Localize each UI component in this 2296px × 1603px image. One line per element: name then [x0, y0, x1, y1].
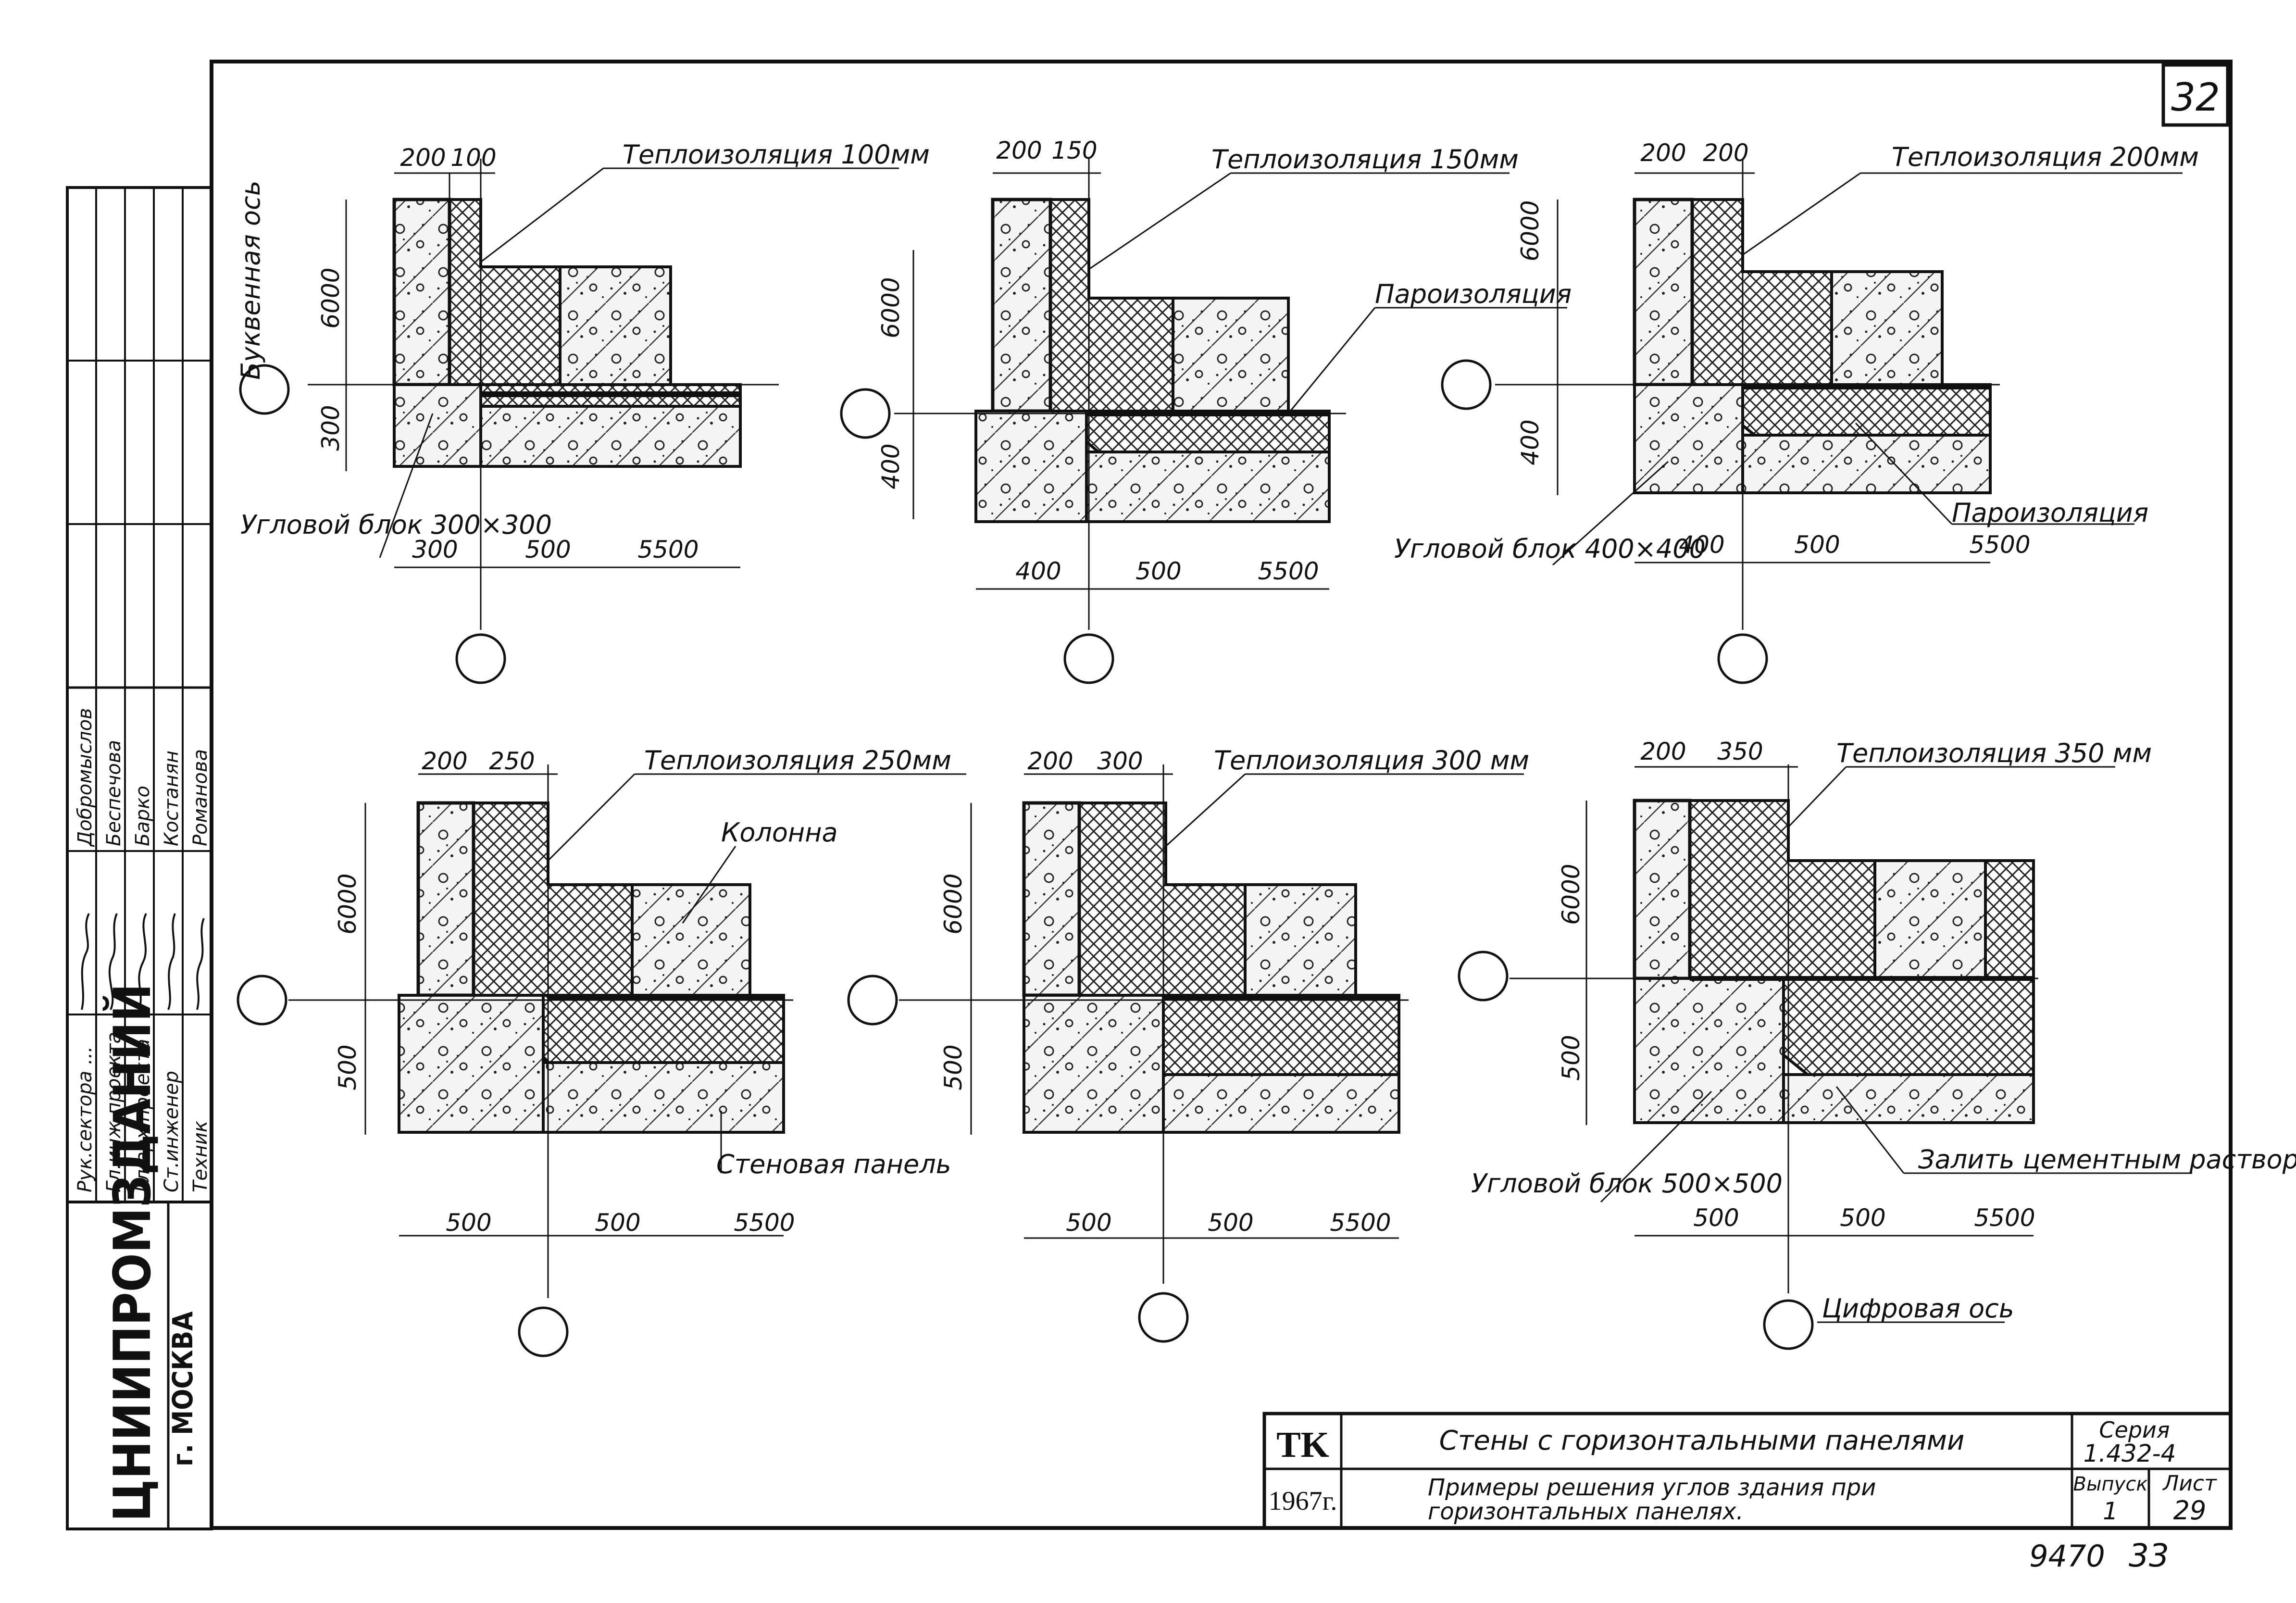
bottom-dim-1: 500	[446, 1209, 491, 1237]
top-dim-2: 200	[1703, 139, 1748, 167]
left-dim-2: 400	[877, 443, 905, 489]
insulation-label: Теплоизоляция 350 мм	[1836, 738, 2152, 768]
stamp-names: Добромыслов Беспечова Барко Костанян Ром…	[74, 708, 212, 847]
insulation-label: Теплоизоляция 100мм	[623, 139, 930, 170]
bottom-dim-1: 400	[1679, 531, 1724, 559]
stamp-signatures	[81, 913, 205, 1010]
issue-label: Выпуск	[2073, 1473, 2148, 1495]
bottom-dim-2: 500	[525, 536, 571, 564]
bottom-dim-3: 5500	[1258, 557, 1319, 585]
bottom-dim-1: 500	[1066, 1209, 1111, 1237]
bottom-dim-2: 500	[1840, 1204, 1885, 1232]
top-dim-1: 200	[1640, 139, 1686, 167]
stamp-org-name: ЦНИИПРОМЗДАНИЙ	[103, 983, 162, 1522]
svg-text:Барко: Барко	[132, 786, 154, 846]
bottom-dim-1: 300	[412, 536, 458, 564]
svg-text:Гл.инж.проекта: Гл.инж.проекта	[103, 1032, 125, 1192]
left-dim-2: 500	[1557, 1035, 1585, 1080]
axis-note: Буквенная ось	[236, 180, 266, 380]
svg-text:Рук.сектора ...: Рук.сектора ...	[74, 1046, 96, 1192]
detail-5: Теплоизоляция 300 мм 200 300 6000 500 50…	[847, 745, 1529, 1343]
left-dim-1: 6000	[334, 873, 362, 934]
bottom-dim-1: 500	[1693, 1204, 1739, 1232]
corner-block-note: Угловой блок 400×400	[1394, 534, 1706, 564]
top-dim-1: 200	[1027, 747, 1073, 775]
bottom-dim-3: 5500	[1974, 1204, 2035, 1232]
series-label: Серия	[2099, 1417, 2170, 1443]
vapor-barrier-note: Пароизоляция	[1375, 279, 1572, 309]
bottom-dim-3: 5500	[734, 1209, 795, 1237]
tk-mark: TK	[1276, 1425, 1329, 1465]
bottom-number-left: 9470	[2029, 1539, 2105, 1574]
sheet-number-box: 32	[2161, 63, 2230, 127]
svg-text:Костанян: Костанян	[161, 751, 183, 846]
column-note: Колонна	[721, 817, 838, 848]
sheet-subtitle-1: Примеры решения углов здания при	[1428, 1474, 1876, 1501]
list-value: 29	[2173, 1495, 2207, 1526]
bottom-dim-3: 5500	[1969, 531, 2030, 559]
left-dim-1: 6000	[1516, 200, 1544, 261]
top-dim-1: 200	[1640, 738, 1686, 765]
left-dim-2: 500	[939, 1044, 967, 1090]
issue-value: 1	[2103, 1497, 2118, 1525]
digital-axis-note: Цифровая ось	[1822, 1293, 2014, 1324]
bottom-dim-3: 5500	[637, 536, 699, 564]
left-dim-1: 6000	[1557, 864, 1585, 925]
sheet-title: Стены с горизонтальными панелями	[1439, 1425, 1965, 1456]
bottom-dim-2: 500	[1794, 531, 1840, 559]
insulation-label: Теплоизоляция 200мм	[1892, 142, 2199, 172]
left-dim-1: 6000	[939, 873, 967, 934]
bottom-number-right: 33	[2129, 1537, 2169, 1574]
top-dim-1: 200	[996, 137, 1042, 164]
bottom-dim-3: 5500	[1330, 1209, 1391, 1237]
insulation-label: Теплоизоляция 300 мм	[1214, 745, 1529, 776]
top-dim-2: 250	[489, 747, 535, 775]
left-dim-1: 6000	[877, 277, 905, 338]
left-dim-2: 400	[1516, 419, 1544, 465]
top-dim-2: 350	[1717, 738, 1763, 765]
vapor-barrier-note: Пароизоляция	[1952, 498, 2148, 528]
sheet-subtitle-2: горизонтальных панелях.	[1428, 1498, 1744, 1525]
detail-2: Теплоизоляция 150мм 200 150 6000 400 400…	[840, 137, 1572, 684]
left-dim-2: 300	[317, 405, 345, 451]
bottom-dim-2: 500	[1136, 557, 1181, 585]
wall-panel-note: Стеновая панель	[716, 1149, 951, 1179]
svg-text:Романова: Романова	[189, 749, 212, 846]
bottom-dim-2: 500	[595, 1209, 640, 1237]
left-dim-1: 6000	[317, 267, 345, 328]
svg-text:Беспечова: Беспечова	[103, 740, 125, 846]
stamp-city: г. МОСКВА	[166, 1311, 199, 1466]
svg-text:Гл.арх.проекта: Гл.арх.проекта	[132, 1039, 154, 1192]
top-dim-1: 200	[400, 144, 446, 172]
bottom-dim-2: 500	[1208, 1209, 1253, 1237]
detail-3: Теплоизоляция 200мм 200 200 6000 400 400…	[1394, 139, 2199, 684]
top-dim-2: 300	[1097, 747, 1143, 775]
sheet-number: 32	[2171, 75, 2220, 120]
top-dim-1: 200	[422, 747, 467, 775]
corner-block-note: Угловой блок 500×500	[1471, 1168, 1783, 1199]
detail-6: Теплоизоляция 350 мм 200 350 6000 500 50…	[1458, 738, 2296, 1350]
bottom-dim-1: 400	[1015, 557, 1061, 585]
svg-text:Ст.инженер: Ст.инженер	[161, 1071, 183, 1192]
side-stamp: ЦНИИПРОМЗДАНИЙ г. МОСКВА Рук.сектора ...…	[66, 186, 213, 1530]
corner-block-note: Угловой блок 300×300	[240, 510, 552, 540]
cement-fill-note: Залить цементным раствором	[1918, 1144, 2296, 1175]
detail-1: Теплоизоляция 100мм 200 100 6000 300 300…	[236, 139, 930, 684]
title-block: TK 1967г. Стены с горизонтальными панеля…	[1262, 1412, 2233, 1530]
list-label: Лист	[2162, 1471, 2217, 1496]
detail-4: Теплоизоляция 250мм 200 250 6000 500 500…	[237, 745, 966, 1357]
insulation-label: Теплоизоляция 250мм	[644, 745, 951, 776]
insulation-label: Теплоизоляция 150мм	[1211, 144, 1519, 175]
series-value: 1.432-4	[2084, 1440, 2176, 1467]
stamp-roles: Рук.сектора ... Гл.инж.проекта Гл.арх.пр…	[74, 1032, 212, 1192]
top-dim-2: 100	[450, 144, 496, 172]
top-dim-2: 150	[1051, 137, 1097, 164]
svg-text:Техник: Техник	[189, 1121, 212, 1192]
svg-text:Добромыслов: Добромыслов	[74, 708, 96, 847]
year: 1967г.	[1269, 1486, 1337, 1516]
left-dim-2: 500	[334, 1044, 362, 1090]
